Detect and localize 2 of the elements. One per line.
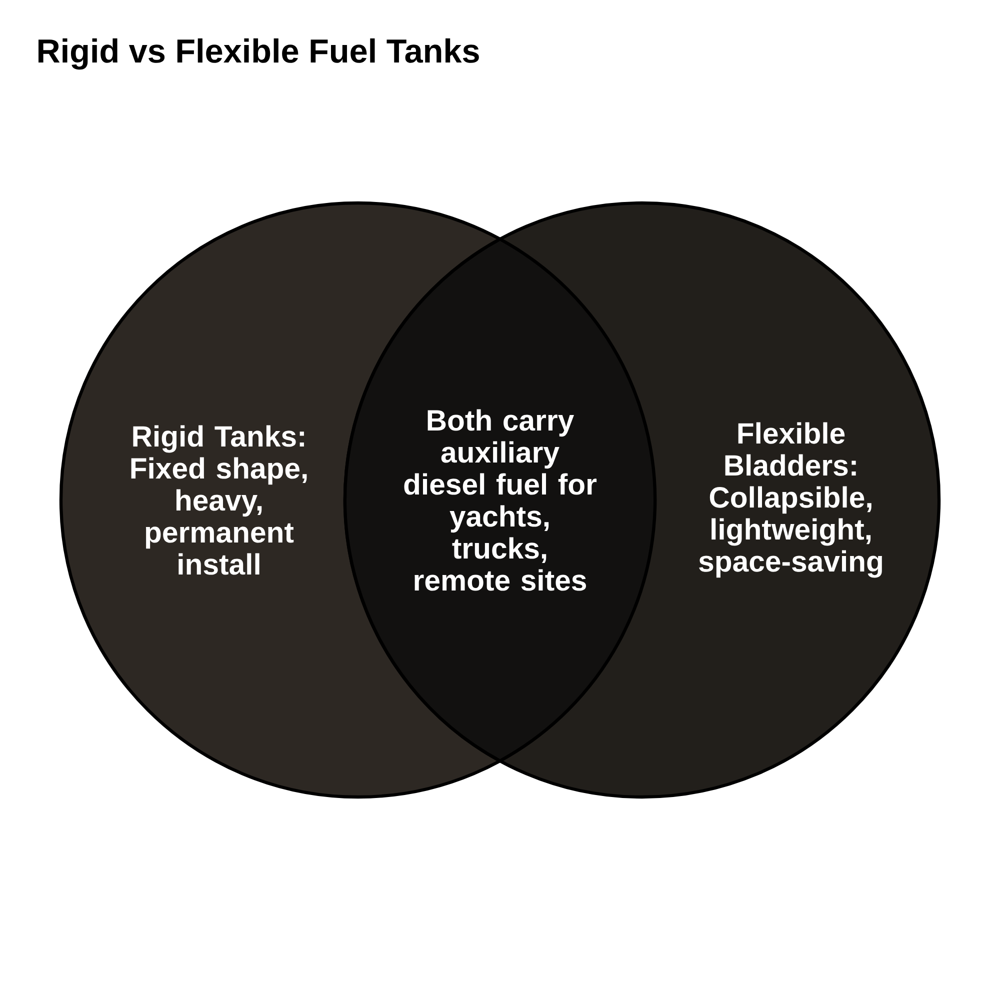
title: Rigid vs Flexible Fuel Tanks — [38, 38, 479, 70]
overlap-region: Both carry auxiliary diesel fuel for yachts, trucks, remote sites — [344, 238, 656, 762]
